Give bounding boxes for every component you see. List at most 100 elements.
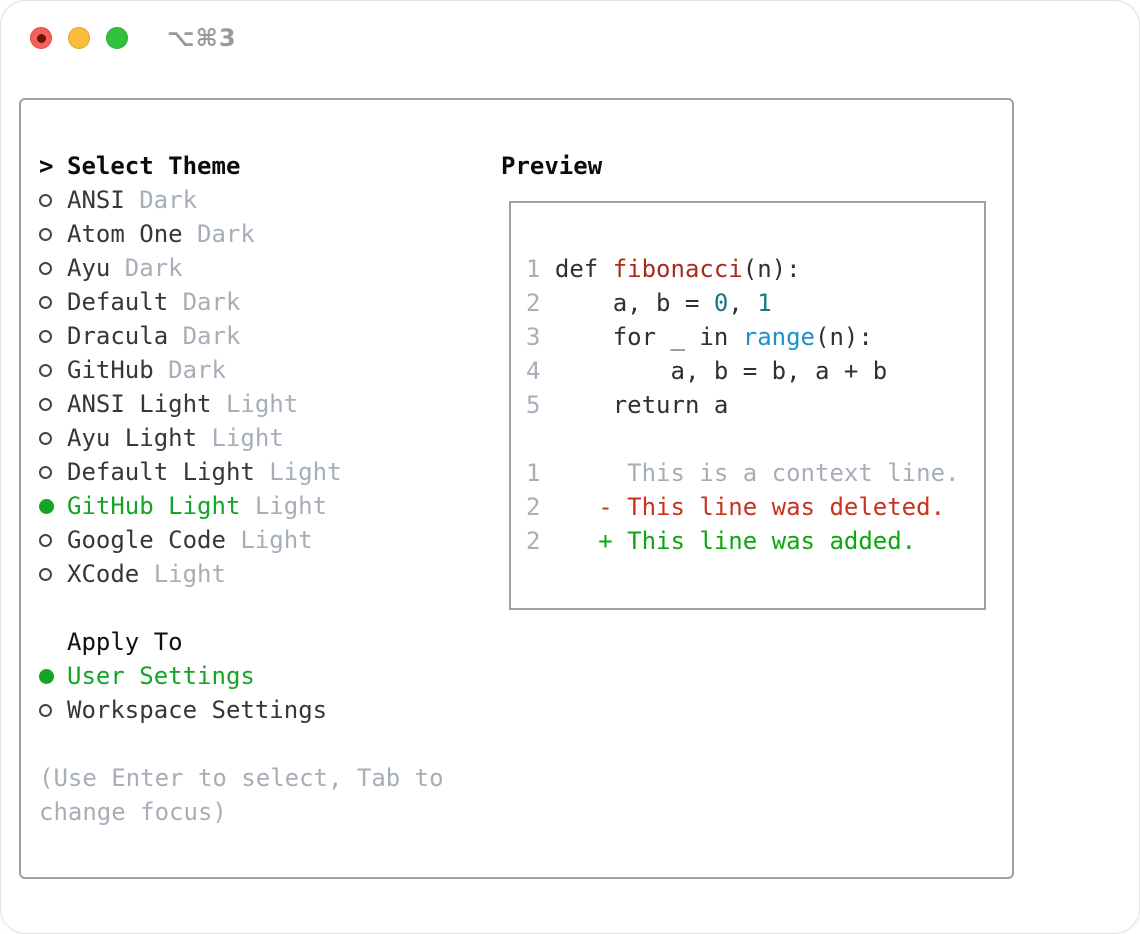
theme-name: ANSI (67, 186, 125, 214)
theme-variant: Dark (197, 220, 255, 248)
radio-icon (39, 703, 52, 717)
code-token-plain: for _ in (540, 323, 743, 351)
diff-line: 1 This is a context line. (526, 456, 984, 490)
radio-icon (39, 397, 52, 411)
diff-line: 2 - This line was deleted. (526, 490, 984, 524)
theme-name: Google Code (67, 526, 226, 554)
theme-variant: Dark (124, 254, 183, 282)
theme-name: Atom One (67, 220, 183, 248)
theme-option[interactable]: Dracula Dark (39, 319, 444, 353)
code-line: 4 a, b = b, a + b (526, 354, 984, 388)
code-token-plain: , (728, 289, 758, 317)
theme-option[interactable]: GitHub Dark (39, 353, 444, 387)
code-token-number: 1 (757, 289, 772, 317)
code-line: 2 a, b = 0, 1 (526, 286, 984, 320)
diff-line: 2 + This line was added. (526, 524, 984, 558)
hint-line: (Use Enter to select, Tab to (39, 764, 444, 792)
select-theme-header: > Select Theme (39, 149, 444, 183)
titlebar: ⌥⌘3 (1, 1, 1139, 75)
theme-variant: Light (269, 458, 342, 486)
code-token-added: + This line was added. (540, 527, 917, 555)
keyboard-hint: (Use Enter to select, Tab to change focus… (39, 761, 444, 829)
line-number: 1 (526, 255, 541, 283)
radio-icon (39, 193, 52, 207)
line-number: 1 (526, 459, 541, 487)
diff-block: 1 This is a context line.2 - This line w… (526, 456, 984, 558)
theme-variant: Light (254, 492, 328, 520)
theme-option[interactable]: Atom One Dark (39, 217, 444, 251)
code-token-builtin: range (742, 323, 815, 351)
theme-name: ANSI Light (67, 390, 212, 418)
radio-icon (39, 533, 52, 547)
line-number: 5 (526, 391, 541, 419)
apply-to-name: Workspace Settings (67, 696, 328, 724)
code-token-plain: (n): (742, 255, 801, 283)
radio-icon (39, 465, 52, 479)
minimize-button[interactable] (68, 27, 90, 49)
radio-selected-icon (39, 498, 54, 514)
line-number: 4 (526, 357, 541, 385)
theme-name: Ayu Light (67, 424, 198, 452)
close-button[interactable] (30, 27, 52, 49)
apply-to-option[interactable]: Workspace Settings (39, 693, 444, 727)
code-token-number: 0 (713, 289, 729, 317)
preview-title: Preview (501, 152, 603, 180)
select-theme-title: Select Theme (67, 152, 241, 180)
radio-icon (39, 295, 52, 309)
theme-option[interactable]: Default Light Light (39, 455, 444, 489)
theme-option[interactable]: Ayu Light Light (39, 421, 444, 455)
code-token-plain: return a (540, 391, 729, 419)
theme-variant: Light (225, 390, 299, 418)
radio-icon (39, 363, 52, 377)
close-dot-icon (36, 33, 46, 43)
line-number: 2 (526, 289, 541, 317)
theme-name: Dracula (67, 322, 169, 350)
window-shortcut-label: ⌥⌘3 (167, 24, 237, 52)
code-token-context: This is a context line. (540, 459, 960, 487)
apply-to-option[interactable]: User Settings (39, 659, 444, 693)
code-line: 1 def fibonacci(n): (526, 252, 984, 286)
prompt-icon: > (39, 152, 54, 180)
code-token-plain: (n): (815, 323, 873, 351)
radio-icon (39, 227, 52, 241)
code-token-deleted: - This line was deleted. (540, 493, 946, 521)
theme-variant: Light (211, 424, 284, 452)
theme-variant: Dark (182, 288, 241, 316)
radio-icon (39, 567, 52, 581)
radio-icon (39, 261, 52, 275)
code-line: 3 for _ in range(n): (526, 320, 984, 354)
theme-name: XCode (67, 560, 140, 588)
apply-to-name: User Settings (67, 662, 255, 690)
line-number: 2 (526, 527, 541, 555)
code-token-function: fibonacci (612, 255, 743, 283)
zoom-button[interactable] (106, 27, 128, 49)
theme-option[interactable]: Google Code Light (39, 523, 444, 557)
line-number: 3 (526, 323, 541, 351)
code-line: 5 return a (526, 388, 984, 422)
apply-to-title: Apply To (67, 628, 183, 656)
theme-variant: Dark (168, 356, 226, 384)
theme-option[interactable]: Default Dark (39, 285, 444, 319)
radio-icon (39, 431, 52, 445)
theme-option[interactable]: ANSI Light Light (39, 387, 444, 421)
hint-line: change focus) (39, 798, 227, 826)
theme-name: Default Light (67, 458, 255, 486)
code-token-plain: def (540, 255, 613, 283)
theme-variant: Light (240, 526, 313, 554)
spacer (39, 727, 444, 761)
theme-name: Default (67, 288, 169, 316)
theme-variant: Dark (182, 322, 241, 350)
apply-to-header: Apply To (39, 625, 444, 659)
theme-name: GitHub (67, 356, 154, 384)
